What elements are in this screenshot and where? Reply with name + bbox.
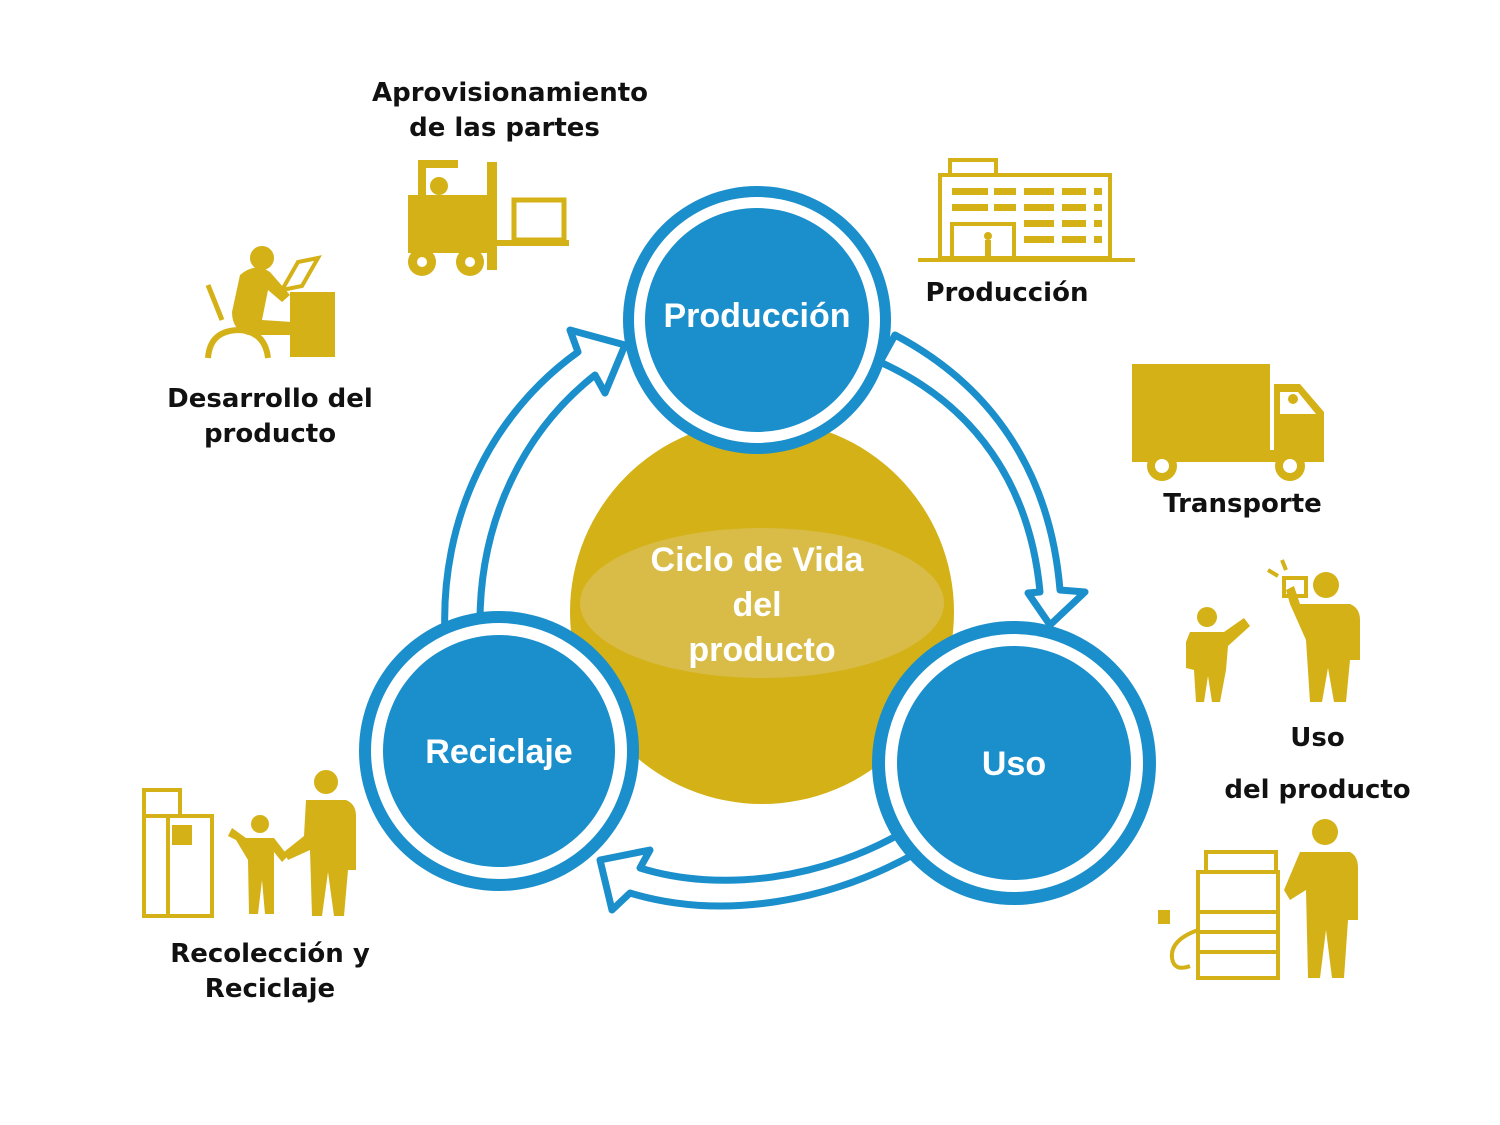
label-transporte-line1: Transporte [1163, 489, 1322, 519]
label-uso-line1: Uso [1290, 723, 1345, 753]
stage-label-uso: Uso [982, 745, 1046, 783]
label-produccion: Producción [922, 276, 1092, 311]
stage-reciclaje: Reciclaje [359, 611, 639, 891]
stage-uso: Uso [872, 621, 1156, 905]
factory-icon [918, 158, 1135, 262]
center-title-line2: del [732, 586, 781, 624]
recycling-kiosk-with-people-icon [142, 770, 356, 918]
arrow-produccion-to-uso [876, 331, 1089, 629]
arrow-uso-to-reciclaje [596, 824, 934, 914]
label-produccion-line1: Producción [925, 278, 1089, 308]
stage-label-reciclaje: Reciclaje [425, 733, 572, 771]
center-title-line1: Ciclo de Vida [651, 541, 865, 579]
label-aprovisionamiento-line2: de las partes [409, 113, 600, 143]
person-with-copier-icon [1158, 819, 1358, 980]
label-aprovisionamiento: Aprovisionamiento de las partes [372, 76, 649, 146]
designer-at-desk-icon [205, 246, 335, 359]
center-highlight [580, 528, 944, 678]
label-transporte: Transporte [1150, 487, 1335, 522]
stage-produccion: Producción [623, 186, 891, 454]
label-uso-line2: del producto [1224, 775, 1411, 805]
label-aprovisionamiento-line1: Aprovisionamiento [372, 78, 649, 108]
label-desarrollo-line1: Desarrollo del [167, 384, 373, 414]
stage-label-produccion: Producción [663, 297, 850, 335]
label-uso: Uso del producto [1210, 712, 1425, 816]
label-recoleccion: Recolección y Reciclaje [160, 937, 380, 1007]
arrow-reciclaje-to-produccion [441, 326, 629, 639]
label-desarrollo-line2: producto [203, 419, 337, 449]
cycle-arrows [441, 326, 1089, 914]
forklift-icon [408, 160, 569, 276]
delivery-truck-icon [1132, 364, 1324, 481]
center-title-line3: producto [688, 631, 835, 669]
label-recoleccion-line2: Reciclaje [204, 974, 336, 1004]
label-desarrollo: Desarrollo del producto [160, 382, 380, 452]
people-with-device-icon [1186, 559, 1360, 702]
label-recoleccion-line1: Recolección y [170, 939, 370, 969]
